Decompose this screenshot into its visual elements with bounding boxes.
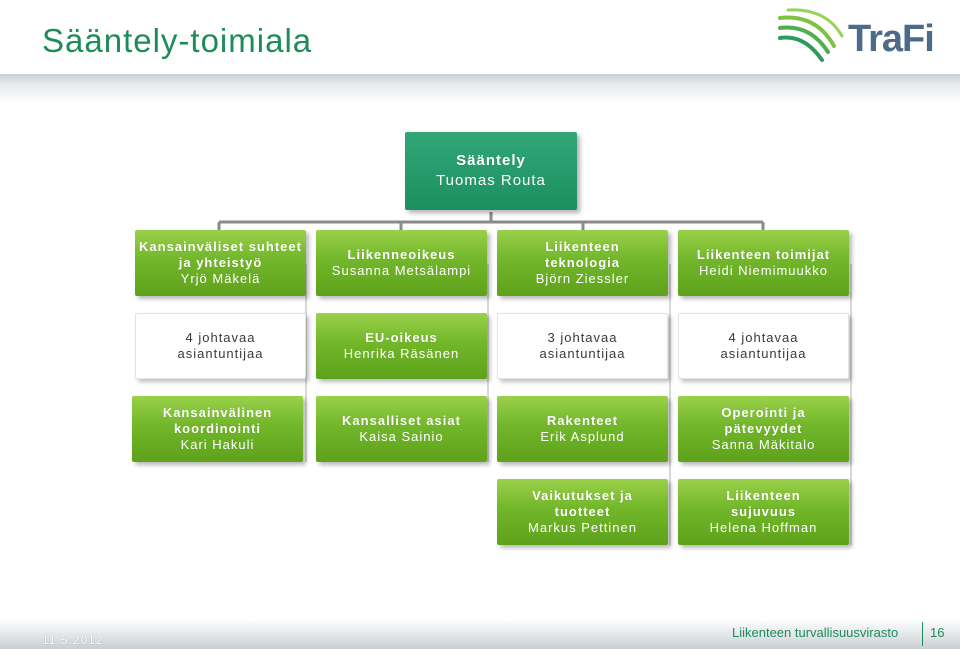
unit-box-row3-2: Kansalliset asiat Kaisa Sainio [316, 396, 487, 462]
info-line2: asiantuntijaa [539, 346, 626, 361]
trafi-swoosh-icon [778, 8, 844, 62]
unit-name: Björn Ziessler [535, 271, 630, 286]
trafi-logo-text: TraFi [848, 18, 935, 60]
unit-box-row1-2: Liikenneoikeus Susanna Metsälampi [316, 230, 487, 296]
unit-name: Kari Hakuli [180, 437, 255, 452]
unit-name: Heidi Niemimuukko [699, 263, 828, 278]
unit-name: Kaisa Sainio [359, 429, 444, 444]
root-box: Sääntely Tuomas Routa [405, 132, 577, 210]
info-line2: asiantuntijaa [177, 346, 264, 361]
info-line1: 4 johtavaa [185, 330, 256, 345]
unit-box-row3-1: Kansainvälinen koordinointi Kari Hakuli [132, 396, 303, 462]
unit-title: Kansalliset asiat [342, 413, 461, 428]
unit-name: Yrjö Mäkelä [180, 271, 261, 286]
unit-box-row1-1: Kansainväliset suhteet ja yhteistyö Yrjö… [135, 230, 306, 296]
header-band [0, 74, 960, 104]
info-line1: 3 johtavaa [547, 330, 618, 345]
unit-title: Kansainvälinen koordinointi [162, 405, 273, 436]
page-title: Sääntely-toimiala [42, 22, 313, 59]
unit-name: Henrika Räsänen [343, 346, 460, 361]
page-number: 16 [930, 625, 945, 640]
root-name: Tuomas Routa [436, 172, 546, 189]
info-box-row2-3: 3 johtavaa asiantuntijaa [497, 313, 668, 379]
footer-band [0, 619, 960, 649]
root-title: Sääntely [456, 152, 526, 169]
unit-box-row3-3: Rakenteet Erik Asplund [497, 396, 668, 462]
info-line2: asiantuntijaa [720, 346, 807, 361]
footer-divider [922, 622, 923, 646]
unit-title: Vaikutukset ja tuotteet [532, 488, 633, 519]
unit-box-row3-4: Operointi ja pätevyydet Sanna Mäkitalo [678, 396, 849, 462]
info-box-row2-4: 4 johtavaa asiantuntijaa [678, 313, 849, 379]
info-box-row2-1: 4 johtavaa asiantuntijaa [135, 313, 306, 379]
unit-name: Susanna Metsälampi [331, 263, 472, 278]
unit-title: Liikenteen sujuvuus [726, 488, 801, 519]
unit-box-row1-4: Liikenteen toimijat Heidi Niemimuukko [678, 230, 849, 296]
footer: 11.5.2012 Liikenteen turvallisuusvirasto… [0, 619, 960, 649]
unit-title: Kansainväliset suhteet ja yhteistyö [139, 239, 302, 270]
unit-box-row4-2: Liikenteen sujuvuus Helena Hoffman [678, 479, 849, 545]
unit-box-row2-2: EU-oikeus Henrika Räsänen [316, 313, 487, 379]
footer-date: 11.5.2012 [42, 633, 104, 647]
unit-name: Sanna Mäkitalo [711, 437, 816, 452]
unit-title: EU-oikeus [365, 330, 438, 345]
unit-name: Erik Asplund [540, 429, 625, 444]
unit-title: Operointi ja pätevyydet [721, 405, 806, 436]
unit-name: Markus Pettinen [528, 520, 637, 535]
unit-title: Liikenneoikeus [347, 247, 456, 262]
unit-box-row4-1: Vaikutukset ja tuotteet Markus Pettinen [497, 479, 668, 545]
unit-name: Helena Hoffman [709, 520, 818, 535]
unit-title: Rakenteet [546, 413, 619, 428]
footer-org: Liikenteen turvallisuusvirasto [732, 625, 899, 640]
unit-title: Liikenteen toimijat [696, 247, 831, 262]
info-line1: 4 johtavaa [728, 330, 799, 345]
unit-box-row1-3: Liikenteen teknologia Björn Ziessler [497, 230, 668, 296]
unit-title: Liikenteen teknologia [544, 239, 620, 270]
